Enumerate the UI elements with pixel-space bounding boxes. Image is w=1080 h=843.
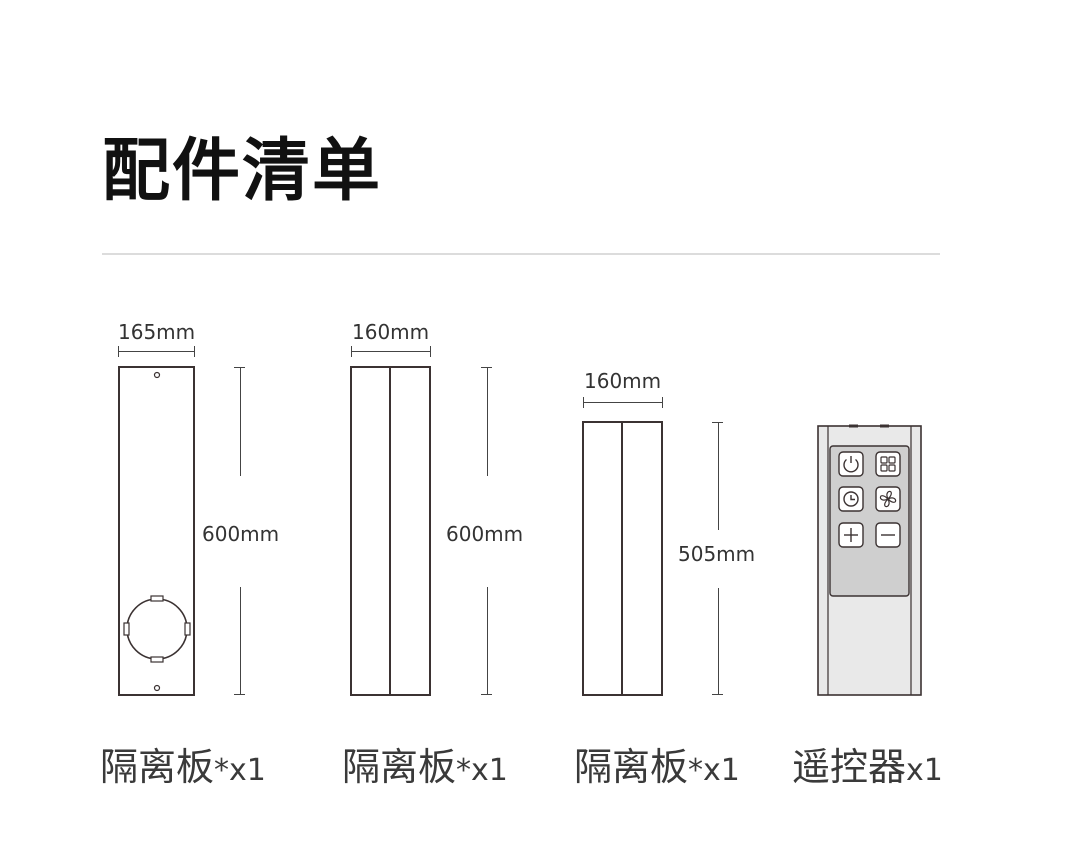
item-name: 遥控器: [792, 745, 907, 789]
item-label: 遥控器x1: [792, 748, 943, 786]
height-dimension-tick: [481, 367, 492, 368]
height-dimension-tick: [481, 694, 492, 695]
timer-clock-icon: [838, 486, 864, 512]
height-dimension-tick: [234, 694, 245, 695]
item-label: 隔离板*x1: [342, 748, 508, 786]
height-dimension-line: [718, 422, 719, 530]
height-label: 600mm: [446, 522, 524, 546]
minus-icon: [875, 522, 901, 548]
item-name: 隔离板: [342, 745, 457, 789]
height-dimension-tick: [712, 422, 723, 423]
height-dimension-tick: [234, 367, 245, 368]
title-divider: [102, 253, 940, 255]
height-dimension-line: [487, 367, 488, 476]
fan-icon: [875, 486, 901, 512]
width-dimension-line: [118, 346, 195, 357]
plus-icon: [838, 522, 864, 548]
page-title: 配件清单: [102, 132, 383, 211]
height-dimension-line: [240, 587, 241, 695]
item-quantity: x1: [906, 753, 943, 788]
item-label: 隔离板*x1: [574, 748, 740, 786]
item-label: 隔离板*x1: [100, 748, 266, 786]
power-icon: [838, 451, 864, 477]
width-dimension-line: [583, 397, 663, 408]
item-name: 隔离板: [100, 745, 215, 789]
height-dimension-tick: [712, 694, 723, 695]
width-dimension-line: [351, 346, 431, 357]
item-quantity: *x1: [688, 753, 740, 788]
item-name: 隔离板: [574, 745, 689, 789]
height-label: 600mm: [202, 522, 280, 546]
item-quantity: *x1: [456, 753, 508, 788]
height-dimension-line: [240, 367, 241, 476]
width-label: 165mm: [118, 320, 196, 344]
width-label: 160mm: [584, 369, 662, 393]
height-dimension-line: [718, 588, 719, 695]
height-dimension-line: [487, 587, 488, 695]
height-label: 505mm: [678, 542, 756, 566]
width-label: 160mm: [352, 320, 430, 344]
mode-grid-icon: [875, 451, 901, 477]
item-quantity: *x1: [214, 753, 266, 788]
